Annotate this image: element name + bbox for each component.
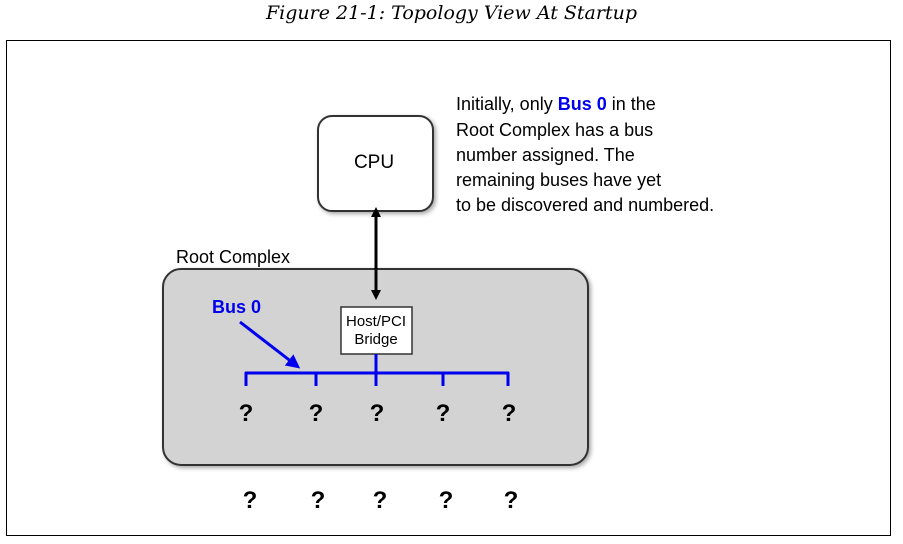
note-line-5: to be discovered and numbered.: [456, 195, 714, 215]
note-line-4: remaining buses have yet: [456, 170, 661, 190]
host-pci-bridge-box: [340, 306, 413, 355]
unknown-device: ?: [502, 400, 517, 427]
note-bus-0-highlight: Bus 0: [558, 94, 607, 114]
unknown-device: ?: [370, 400, 385, 427]
unknown-device: ?: [504, 487, 519, 514]
unknown-device: ?: [243, 487, 258, 514]
unknown-device: ?: [436, 400, 451, 427]
unknown-device: ?: [373, 487, 388, 514]
unknown-device: ?: [311, 487, 326, 514]
bus-0-line: [244, 354, 510, 386]
cpu-label: CPU: [354, 152, 394, 173]
unknown-device: ?: [439, 487, 454, 514]
outer-unknown-devices: ? ? ? ? ?: [243, 487, 519, 514]
root-complex-label: Root Complex: [176, 247, 290, 267]
inner-unknown-devices: ? ? ? ? ?: [239, 400, 517, 427]
bridge-label-line1: Host/PCI: [346, 313, 406, 330]
note-line-2: Root Complex has a bus: [456, 120, 653, 140]
bus-0-label: Bus 0: [212, 297, 261, 317]
bridge-label-line2: Bridge: [354, 331, 397, 348]
figure-caption: Figure 21-1: Topology View At Startup: [265, 2, 637, 24]
unknown-device: ?: [309, 400, 324, 427]
note-line-1: Initially, only Bus 0 in the: [456, 94, 656, 114]
explanation-note: Initially, only Bus 0 in the Root Comple…: [456, 94, 714, 215]
bus-0-pointer-arrow: [239, 320, 301, 369]
note-line-3: number assigned. The: [456, 145, 635, 165]
unknown-device: ?: [239, 400, 254, 427]
figure-frame: [6, 40, 891, 536]
